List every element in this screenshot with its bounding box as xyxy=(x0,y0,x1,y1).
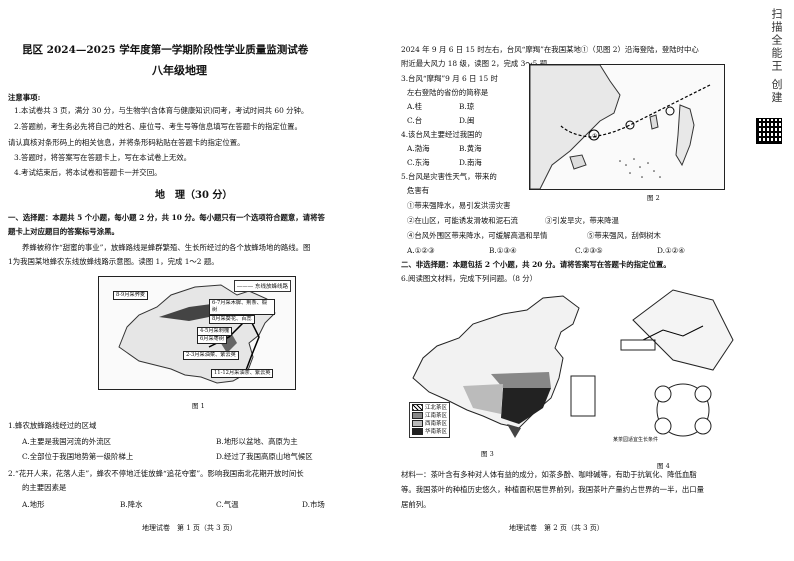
question-2-cont: 的主要因素是 xyxy=(22,483,67,492)
q1-option-b: B.地形以盆地、高原为主 xyxy=(216,437,298,446)
q1-option-a: A.主要是我国河流的外流区 xyxy=(22,437,111,446)
q1-option-d: D.经过了我国高原山地气候区 xyxy=(216,452,313,461)
q4-option-d: D.南海 xyxy=(459,158,482,167)
figure-1-legend: ——— 东线放蜂线路 xyxy=(233,280,291,292)
q4-option-b: B.黄海 xyxy=(459,144,482,153)
route-label-3: 8月采葵花、百蕊 xyxy=(209,315,255,324)
page-left: 昆区 2024—2025 学年度第一学期阶段性学业质量监测试卷 八年级地理 注意… xyxy=(8,44,325,532)
q5-option-c: C.②③⑤ xyxy=(575,246,603,255)
q3-option-a: A.桂 xyxy=(407,102,423,111)
page-footer-1: 地理试卷 第 1 页（共 3 页） xyxy=(142,524,237,532)
exam-subtitle: 八年级地理 xyxy=(152,64,207,77)
legend-jiangbei: 江北茶区 xyxy=(425,405,448,411)
q2-option-a: A.地形 xyxy=(22,500,45,509)
figure-4-note: 某茶园适宜生长条件 xyxy=(613,437,659,443)
route-label-7: 11-12月采油茶、紫云英 xyxy=(211,369,274,378)
part1-heading-2: 题卡上对应题目的答案标号涂黑。 xyxy=(8,227,119,236)
intro-2: 1为我国某地蜂农东线放蜂线路示意图。读图 1，完成 1～2 题。 xyxy=(8,257,219,266)
svg-text:①: ① xyxy=(592,133,597,140)
typhoon-intro-1: 2024 年 9 月 6 日 15 时左右，台风“摩羯”在我国某地①（见图 2）… xyxy=(401,45,699,54)
figure-1-map: ——— 东线放蜂线路 8-9月采荞麦 6-7月采木樨、荆条、椴树 8月采葵花、百… xyxy=(98,276,296,390)
question-1: 1.蜂农放蜂路线经过的区域 xyxy=(8,421,97,430)
figure-4-diagram: 某茶园适宜生长条件 xyxy=(613,280,745,450)
q3-option-b: B.琼 xyxy=(459,102,475,111)
q5-statement-2: ②在山区，可能诱发滑坡和泥石流 xyxy=(407,216,518,225)
route-label-2: 6-7月采木樨、荆条、椴树 xyxy=(209,299,275,315)
q4-option-a: A.渤海 xyxy=(407,144,430,153)
q1-option-c: C.全部位于我国地势第一级阶梯上 xyxy=(22,452,134,461)
scanner-watermark: 扫描全能王 创建 xyxy=(770,8,783,105)
tea-region-map xyxy=(412,295,596,438)
page-right: 2024 年 9 月 6 日 15 时左右，台风“摩羯”在我国某地①（见图 2）… xyxy=(397,0,762,561)
question-5-cont: 危害有 xyxy=(407,186,430,195)
notice-heading: 注意事项: xyxy=(8,93,41,102)
tea-conditions-diagram xyxy=(620,289,734,437)
question-4: 4.该台风主要经过我国的 xyxy=(401,130,482,139)
typhoon-intro-2: 附近最大风力 18 级，读图 2，完成 3～5 题。 xyxy=(401,59,555,68)
figure-3-map: 江北茶区 江南茶区 西南茶区 华南茶区 xyxy=(403,288,599,448)
notice-2: 2.答题前，考生务必先将自己的姓名、座位号、考生号等信息填写在答题卡的指定位置。 xyxy=(14,122,302,131)
qr-code-icon xyxy=(756,118,782,144)
question-6: 6.阅读图文材料，完成下列问题。（8 分） xyxy=(401,274,538,283)
typhoon-track-map: ① xyxy=(530,65,711,189)
question-2: 2.“花开人来，花落人走”，蜂农不停地迁徙放蜂“追花夺蜜”。影响我国南北花期开放… xyxy=(8,469,304,478)
material-1-line3: 居前列。 xyxy=(401,500,431,509)
legend-huanan: 华南茶区 xyxy=(425,429,448,435)
q2-option-d: D.市场 xyxy=(302,500,325,509)
q5-statement-5: ⑤带来强风，刮倒树木 xyxy=(587,231,661,240)
route-label-6: 2-3月采油菜、紫云英 xyxy=(183,351,239,360)
notice-4: 3.答题时，将答案写在答题卡上，写在本试卷上无效。 xyxy=(14,153,192,162)
route-label-5: 6月采枣树 xyxy=(197,335,228,344)
q5-statement-1: ①带来强降水，易引发洪涝灾害 xyxy=(407,201,511,210)
notice-3: 请认真核对条形码上的相关信息，并将条形码粘贴在答题卡的指定位置。 xyxy=(8,138,245,147)
route-label-1: 8-9月采荞麦 xyxy=(113,291,149,300)
figure-3-caption: 图 3 xyxy=(481,450,494,458)
page-footer-2: 地理试卷 第 2 页（共 3 页） xyxy=(509,524,604,532)
question-3-cont: 左右登陆的省份的简称是 xyxy=(407,88,489,97)
part2-heading: 二、非选择题：本题包括 2 个小题，共 20 分。请将答案写在答题卡的指定位置。 xyxy=(401,260,671,269)
figure-2-map: ① xyxy=(529,64,725,190)
q5-option-d: D.①②④ xyxy=(657,246,685,255)
q3-option-d: D.闽 xyxy=(459,116,475,125)
q2-option-b: B.降水 xyxy=(120,500,143,509)
figure-4-caption: 图 4 xyxy=(657,462,670,470)
q3-option-c: C.台 xyxy=(407,116,423,125)
material-1-line1: 材料一：茶叶含有多种对人体有益的成分，如茶多酚、咖啡碱等，有助于抗氧化、降低血脂 xyxy=(401,470,697,479)
question-3: 3.台风“摩羯”9 月 6 日 15 时 xyxy=(401,74,498,83)
exam-title: 昆区 2024—2025 学年度第一学期阶段性学业质量监测试卷 xyxy=(22,44,309,56)
q5-option-b: B.①③④ xyxy=(489,246,517,255)
figure-1-caption: 图 1 xyxy=(192,402,205,410)
q4-option-c: C.东海 xyxy=(407,158,430,167)
part1-heading: 一、选择题：本题共 5 个小题，每小题 2 分，共 10 分。每小题只有一个选项… xyxy=(8,213,325,222)
legend-xinan: 西南茶区 xyxy=(425,421,448,427)
figure-3-legend: 江北茶区 江南茶区 西南茶区 华南茶区 xyxy=(409,402,451,438)
question-5: 5.台风是灾害性天气，带来的 xyxy=(401,172,497,181)
section-title: 地 理（30 分） xyxy=(155,190,233,201)
q5-option-a: A.①②③ xyxy=(407,246,435,255)
notice-1: 1.本试卷共 3 页，满分 30 分，与生物学(含体育与健康知识)同考，考试时间… xyxy=(14,106,309,115)
q2-option-c: C.气温 xyxy=(216,500,239,509)
legend-jiangnan: 江南茶区 xyxy=(425,413,448,419)
intro-1: 养蜂被称作“甜蜜的事业”，放蜂路线是蜂群繁殖、生长所经过的各个放蜂场地的路线。图 xyxy=(22,243,311,252)
q5-statement-3: ③引发旱灾，带来降温 xyxy=(545,216,619,225)
notice-5: 4.考试结束后，将本试卷和答题卡一并交回。 xyxy=(14,168,162,177)
material-1-line2: 等。我国茶叶的种植历史悠久，种植面积居世界前列，我国茶叶产量约占世界的一半，出口… xyxy=(401,485,705,494)
figure-2-caption: 图 2 xyxy=(647,194,660,202)
q5-statement-4: ④台风外围区带来降水，可缓解高温和旱情 xyxy=(407,231,548,240)
